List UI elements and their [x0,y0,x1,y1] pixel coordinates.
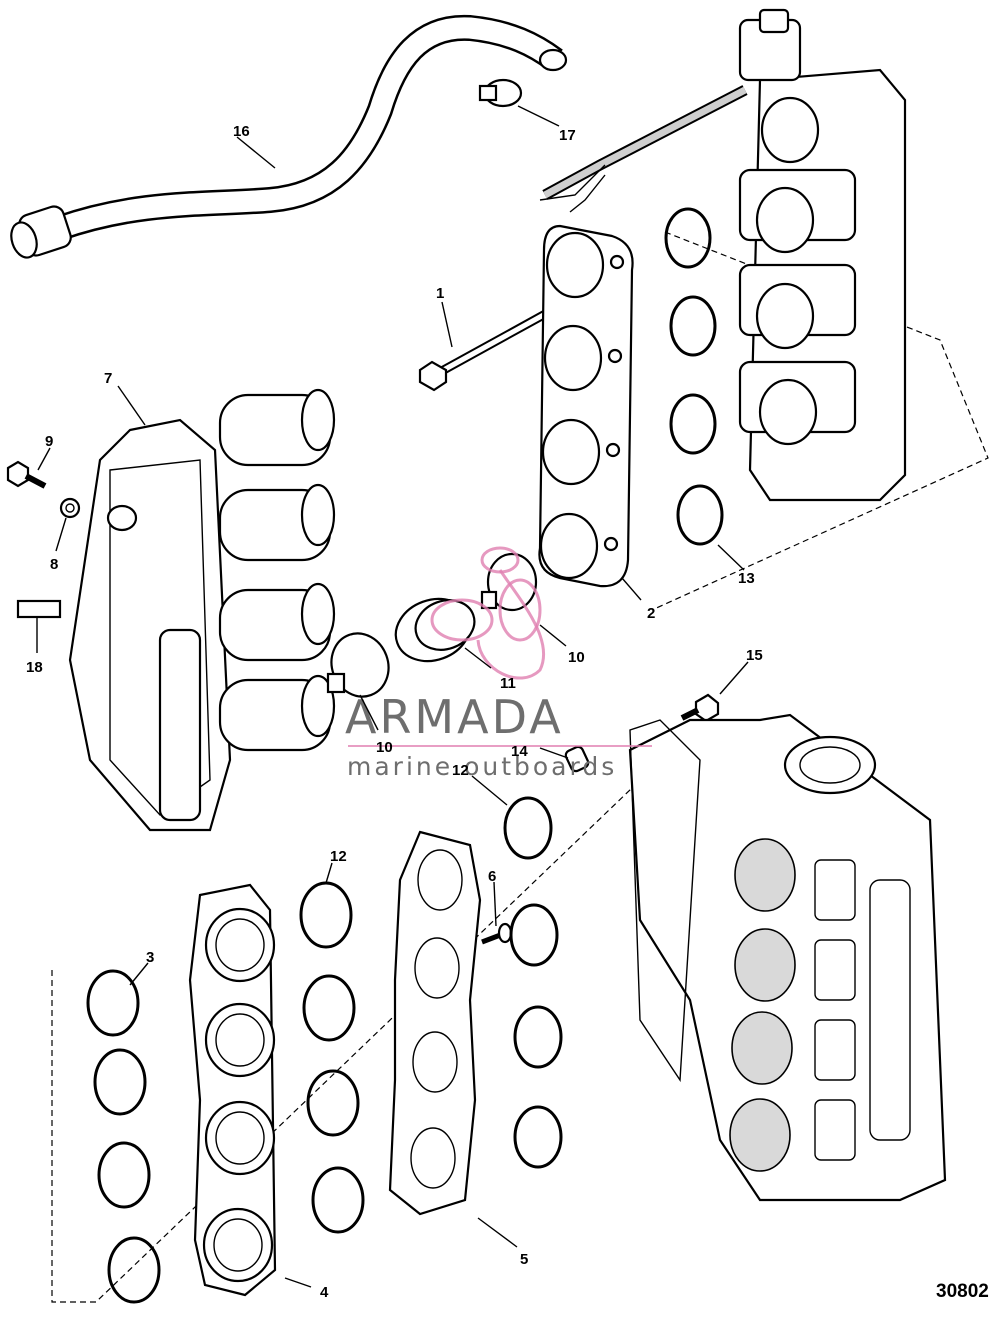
callout-16: 16 [233,123,250,140]
plenum-runners [218,388,336,752]
part-14-dowel [564,745,590,773]
part-10-clamp-lower [326,632,390,698]
callout-13: 13 [738,570,755,587]
armada-watermark: ARMADA marine outboards [345,546,652,781]
callout-18: 18 [26,659,43,676]
callout-12-left: 12 [330,848,347,865]
manifold-webbing [814,859,911,1161]
part-2-gasket [538,224,634,588]
part-15-bolt [680,693,720,723]
watermark-title: ARMADA [345,690,564,744]
part-1-bolt [418,303,561,392]
part-9-bolt [6,460,47,489]
manifold-ports [729,838,796,1172]
callout-17: 17 [559,127,576,144]
callout-9: 9 [45,433,53,450]
callout-1: 1 [436,285,444,302]
part-18-decal [16,599,62,619]
callout-15: 15 [746,647,763,664]
callout-7: 7 [104,370,112,387]
part-16-hose [10,14,568,259]
part-6-screw [481,922,513,945]
callout-6: 6 [488,868,496,885]
part-17-clamp [478,78,523,108]
callout-labels: 1 2 3 4 5 6 7 8 9 10 10 11 12 12 13 14 1… [26,123,763,1301]
diagram-reference-number: 30802 [936,1281,989,1302]
callout-11: 11 [500,675,516,692]
callout-5: 5 [520,1251,528,1268]
throttle-body-assembly [539,8,907,502]
part-13-o-rings [664,207,724,546]
callout-12-right: 12 [452,762,469,779]
alignment-guide [51,231,989,1303]
callout-10-upper: 10 [568,649,585,666]
watermark-subtitle: marine outboards [347,752,617,781]
part-3-o-rings [86,969,161,1304]
callout-8: 8 [50,556,58,573]
callout-3: 3 [146,949,154,966]
part-11-coupler [394,597,476,663]
armada-logo-mark [430,546,546,680]
part-5-gasket [388,830,482,1216]
callout-2: 2 [647,605,655,622]
part-7-plenum [68,388,336,832]
callout-10-lower: 10 [376,739,393,756]
leader-lines [36,105,749,1288]
intake-manifold-casting [628,713,947,1202]
part-4-adapter-plate [188,883,277,1297]
callout-14: 14 [511,743,528,760]
part-8-grommet [59,497,81,519]
callout-4: 4 [320,1284,329,1301]
